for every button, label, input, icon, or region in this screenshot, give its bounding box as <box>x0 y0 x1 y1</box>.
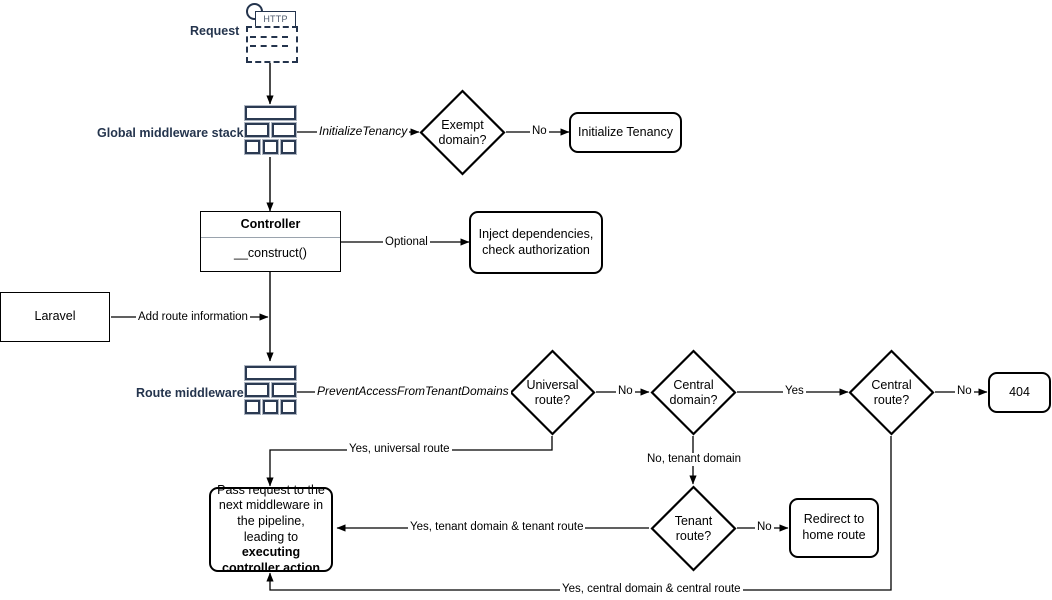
request-body-line-1 <box>250 36 288 38</box>
decision-universal-route-label-1: Universal <box>526 377 579 392</box>
node-controller[interactable]: Controller __construct() <box>200 211 341 272</box>
stack-bar-bottom-2 <box>262 139 279 155</box>
node-pass-request-bold: executing controller action <box>222 545 320 575</box>
stack-bar-mid-left <box>244 122 270 138</box>
stack-bar-mid-left <box>244 382 270 398</box>
global-middleware-stack-icon <box>244 105 297 155</box>
decision-universal-route-label-2: route? <box>534 392 571 407</box>
node-redirect-home-route-label-2: home route <box>802 528 866 542</box>
node-pass-request-plain: Pass request to the next middleware in t… <box>217 482 325 544</box>
edge-label-tenant-route-yes: Yes, tenant domain & tenant route <box>408 521 586 534</box>
request-body-dashed-box <box>246 26 298 63</box>
stack-bar-mid-right <box>271 122 297 138</box>
node-controller-constructor: __construct() <box>234 246 307 260</box>
edge-label-universal-route-no: No <box>616 385 635 398</box>
stack-bar-top <box>244 105 297 121</box>
stack-bar-bottom-2 <box>262 399 279 415</box>
decision-central-domain-label-1: Central <box>673 377 714 392</box>
decision-tenant-route-label-2: route? <box>675 528 712 543</box>
node-controller-title: Controller <box>201 212 340 238</box>
stage-label-route-middleware: Route middleware <box>136 386 244 400</box>
decision-exempt-domain-label-2: domain? <box>438 132 487 147</box>
request-body-line-2 <box>250 45 288 47</box>
decision-central-route-label-2: route? <box>873 392 910 407</box>
node-redirect-home-route-label-1: Redirect to <box>803 512 865 527</box>
node-pass-request[interactable]: Pass request to the next middleware in t… <box>209 483 333 575</box>
http-request-icon: HTTP <box>246 3 298 63</box>
node-404-label: 404 <box>1009 384 1030 399</box>
node-redirect-home-route[interactable]: Redirect to home route <box>789 498 879 558</box>
edge-label-prevent-access-middleware: PreventAccessFromTenantDomains <box>315 384 511 399</box>
node-inject-dependencies[interactable]: Inject dependencies, check authorization <box>469 211 603 274</box>
route-middleware-stack-icon <box>244 365 297 415</box>
decision-central-route-label-1: Central <box>871 377 912 392</box>
node-404[interactable]: 404 <box>988 372 1051 413</box>
node-inject-dependencies-label-1: Inject dependencies, <box>478 226 594 241</box>
edge-label-add-route-information: Add route information <box>136 311 250 324</box>
edge-label-initialize-tenancy-middleware: InitializeTenancy <box>317 124 410 139</box>
decision-tenant-route-label-1: Tenant <box>674 513 713 528</box>
stage-label-global-middleware: Global middleware stack <box>97 126 244 140</box>
node-pass-request-text: Pass request to the next middleware in t… <box>217 483 325 577</box>
stack-bar-bottom-3 <box>280 139 297 155</box>
node-initialize-tenancy[interactable]: Initialize Tenancy <box>569 112 682 153</box>
stack-bar-top <box>244 365 297 381</box>
edge-label-exempt-domain-no: No <box>530 125 549 138</box>
stack-bar-bottom-1 <box>244 139 261 155</box>
http-protocol-label: HTTP <box>255 11 296 27</box>
edge-label-optional: Optional <box>383 236 430 249</box>
edge-label-universal-route-yes: Yes, universal route <box>347 443 452 456</box>
decision-central-route[interactable]: Central route? <box>848 349 935 436</box>
edge-label-central-route-no: No <box>955 385 974 398</box>
decision-universal-route[interactable]: Universal route? <box>509 349 596 436</box>
node-initialize-tenancy-label: Initialize Tenancy <box>578 124 673 139</box>
decision-central-domain[interactable]: Central domain? <box>650 349 737 436</box>
stack-bar-bottom-3 <box>280 399 297 415</box>
stack-bar-mid-right <box>271 382 297 398</box>
decision-exempt-domain[interactable]: Exempt domain? <box>419 89 506 176</box>
edge-label-tenant-route-no: No <box>755 521 774 534</box>
decision-exempt-domain-label-1: Exempt <box>441 117 484 132</box>
edge-label-central-route-yes: Yes, central domain & central route <box>560 583 743 596</box>
node-inject-dependencies-label-2: check authorization <box>482 242 590 257</box>
node-laravel-label: Laravel <box>34 309 76 324</box>
decision-tenant-route[interactable]: Tenant route? <box>650 485 737 572</box>
edge-label-central-domain-yes: Yes <box>783 385 806 398</box>
decision-central-domain-label-2: domain? <box>669 392 718 407</box>
stack-bar-bottom-1 <box>244 399 261 415</box>
node-laravel[interactable]: Laravel <box>0 292 110 342</box>
edge-label-central-domain-no: No, tenant domain <box>645 453 743 466</box>
stage-label-request: Request <box>190 24 240 38</box>
